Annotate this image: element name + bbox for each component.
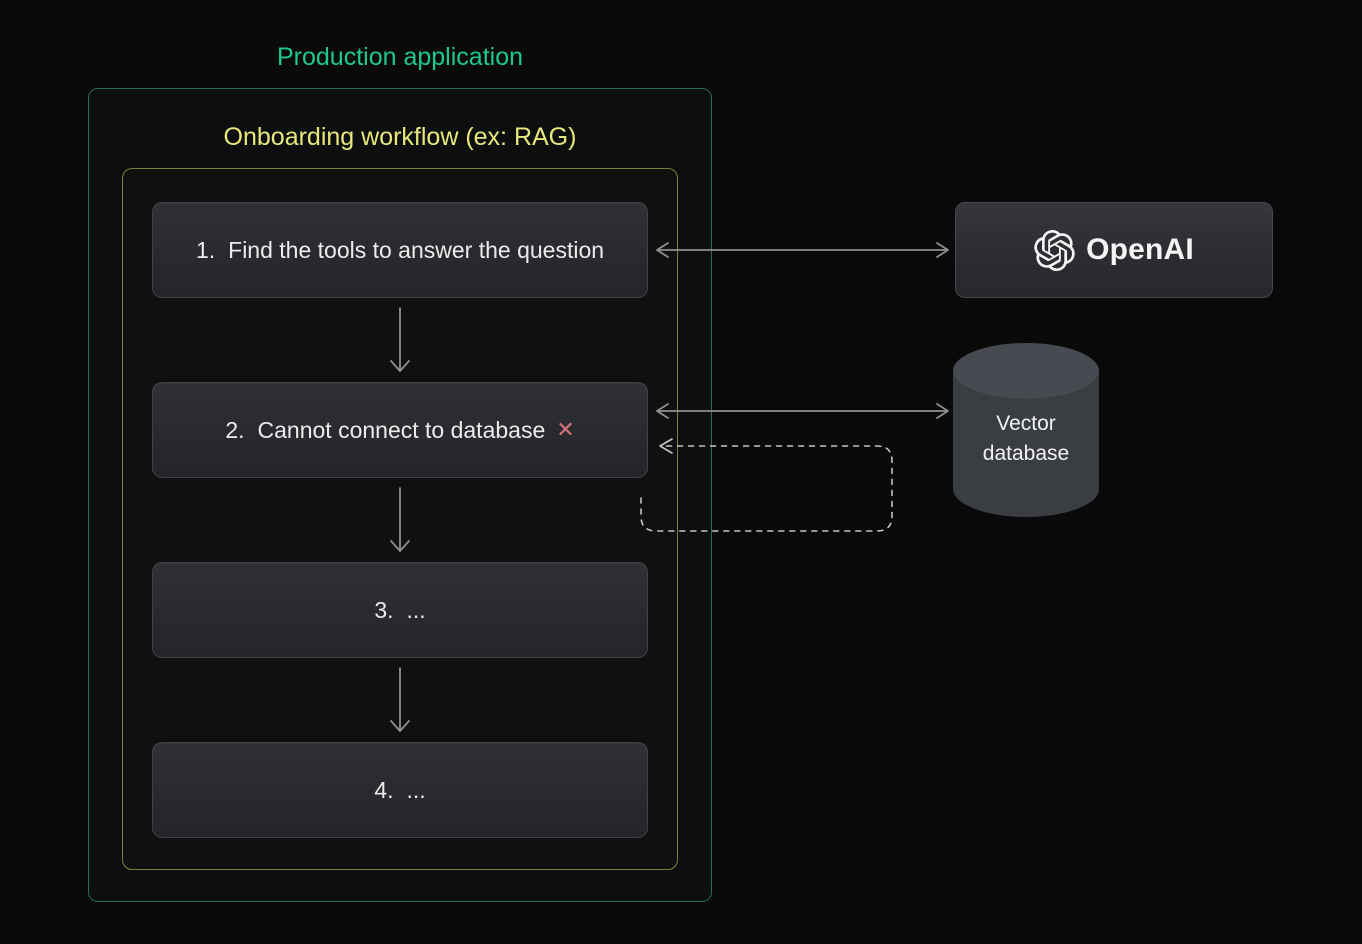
workflow-step-3: 3. ... <box>152 562 648 658</box>
openai-logo-icon <box>1034 229 1075 271</box>
vector-db-label-line2: database <box>982 442 1070 465</box>
step-4-number: 4. <box>374 776 394 803</box>
cylinder-shape-icon <box>953 343 1099 517</box>
step-4-label: ... <box>406 776 426 803</box>
onboarding-workflow-label: Onboarding workflow (ex: RAG) <box>223 123 577 151</box>
step-1-label: Find the tools to answer the question <box>228 236 605 263</box>
workflow-step-1: 1. Find the tools to answer the question <box>152 202 648 298</box>
step-2-number: 2. <box>225 416 245 443</box>
vector-database-label: Vector database <box>953 409 1099 469</box>
production-application-label: Production application <box>277 43 523 71</box>
workflow-step-4: 4. ... <box>152 742 648 838</box>
step-2-label: Cannot connect to database <box>257 416 546 443</box>
openai-label: OpenAI <box>1086 233 1194 266</box>
error-x-icon: ✕ <box>556 417 575 442</box>
openai-service-box: OpenAI <box>955 202 1273 298</box>
vector-database-cylinder: Vector database <box>953 343 1099 518</box>
step-3-label: ... <box>406 596 426 623</box>
workflow-step-2: 2. Cannot connect to database ✕ <box>152 382 648 478</box>
step-3-number: 3. <box>374 596 394 623</box>
vector-db-label-line1: Vector <box>996 412 1056 435</box>
step-1-number: 1. <box>195 236 216 263</box>
